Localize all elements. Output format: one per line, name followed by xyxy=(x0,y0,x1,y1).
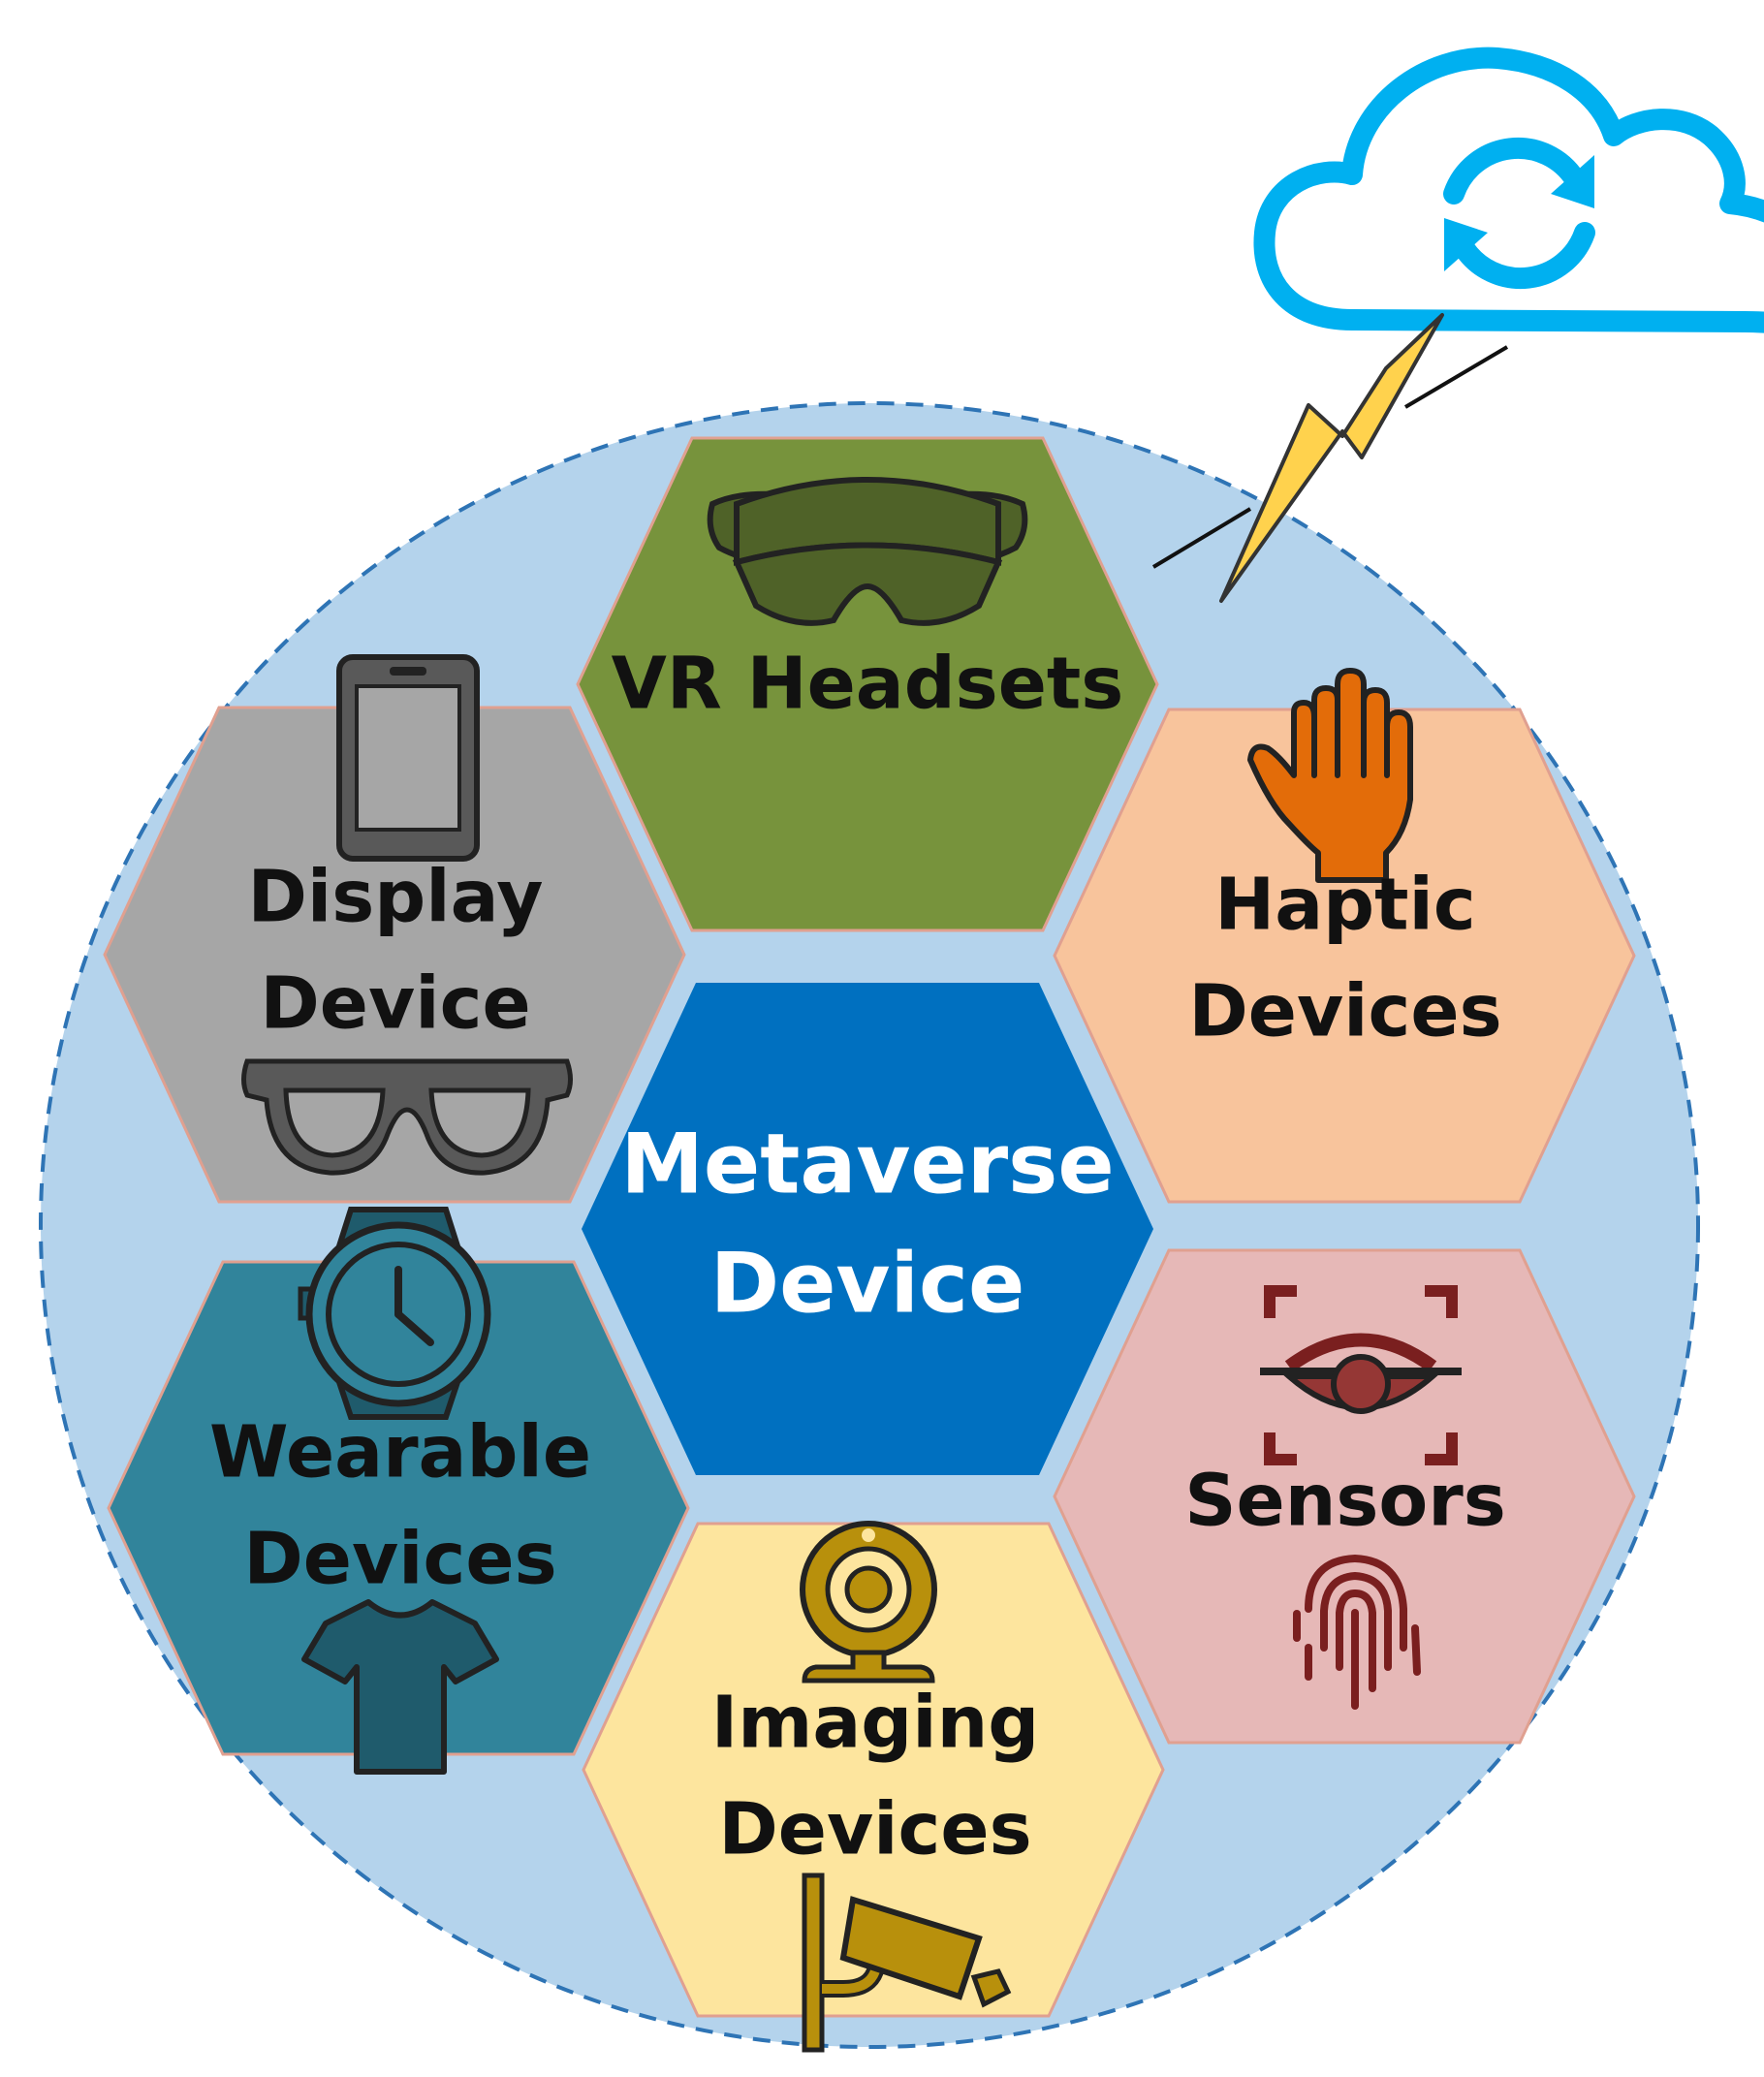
haptic-label-line1: Haptic xyxy=(1214,864,1475,947)
hex-imaging-devices xyxy=(582,1522,1165,2018)
sensors-label: Sensors xyxy=(1184,1460,1506,1543)
eye-scan-icon xyxy=(1260,1285,1462,1465)
fingerprint-icon xyxy=(1293,1554,1421,1710)
tshirt-icon xyxy=(301,1599,499,1775)
imaging-label-line1: Imaging xyxy=(711,1682,1040,1765)
display-label-line2: Device xyxy=(260,962,530,1046)
security-camera-icon xyxy=(802,1872,1012,2053)
hex-haptic-devices xyxy=(1053,708,1636,1204)
smartphone-icon xyxy=(336,654,480,862)
wearable-label-line2: Devices xyxy=(243,1518,556,1601)
hex-wearable-devices xyxy=(107,1260,690,1756)
vr-headset-icon xyxy=(707,477,1028,626)
haptic-label-line2: Devices xyxy=(1188,970,1501,1054)
hand-icon xyxy=(1247,668,1413,883)
display-label-line1: Display xyxy=(247,856,543,939)
webcam-icon xyxy=(800,1521,937,1684)
hex-metaverse-device xyxy=(582,983,1153,1475)
wearable-label-line1: Wearable xyxy=(209,1411,591,1495)
hex-sensors xyxy=(1053,1248,1636,1745)
imaging-label-line2: Devices xyxy=(718,1788,1031,1872)
metaverse-label-line2: Device xyxy=(710,1235,1025,1332)
lightning-icon xyxy=(1151,313,1509,603)
vr-headsets-label: VR Headsets xyxy=(612,643,1124,726)
cloud-sync-icon xyxy=(1253,47,1764,333)
hex-vr-headsets xyxy=(576,436,1159,932)
smartwatch-icon xyxy=(298,1207,491,1420)
smart-glasses-icon xyxy=(241,1058,573,1176)
metaverse-label-line1: Metaverse xyxy=(620,1116,1114,1212)
